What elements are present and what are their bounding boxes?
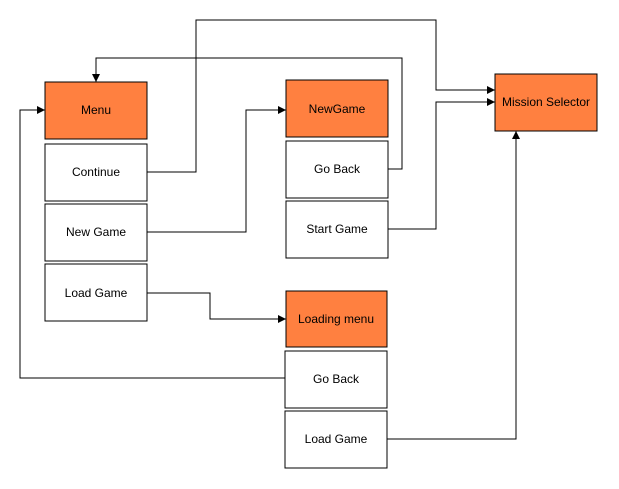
loading-load-game-box — [284, 410, 388, 469]
menu-title: Menu — [81, 103, 111, 117]
menu-group: Menu Continue New Game Load Game — [44, 81, 148, 322]
newgame-header-box — [285, 79, 389, 138]
mission-selector-title: Mission Selector — [502, 95, 590, 109]
connectors — [19, 19, 520, 440]
newgame-group: NewGame Go Back Start Game — [285, 79, 389, 259]
newgame-start-game-label: Start Game — [306, 222, 368, 236]
menu-continue-label: Continue — [72, 165, 120, 179]
newgame-start-game-box — [285, 200, 389, 259]
newgame-go-back-label: Go Back — [314, 162, 361, 176]
menu-new-game-label: New Game — [66, 225, 126, 239]
loading-load-game-label: Load Game — [305, 432, 368, 446]
loading-go-back-label: Go Back — [313, 372, 360, 386]
menu-continue-box — [44, 143, 148, 202]
connector-loadgame-to-loading-menu — [147, 292, 286, 323]
connector-loading-goback-to-menu — [19, 106, 285, 379]
connector-continue-to-mission — [147, 19, 495, 173]
loading-go-back-box — [284, 350, 388, 409]
menu-load-game-box — [44, 263, 148, 322]
menu-header-box — [44, 81, 148, 140]
connector-startgame-to-mission — [388, 98, 495, 230]
connector-newgame-to-newgame-menu — [147, 106, 286, 233]
menu-new-game-box — [44, 203, 148, 262]
mission-selector-box — [494, 73, 598, 132]
menu-load-game-label: Load Game — [65, 286, 128, 300]
newgame-go-back-box — [285, 140, 389, 199]
connector-loading-loadgame-to-mission — [387, 131, 520, 440]
loading-header-box — [285, 290, 388, 348]
mission-group: Mission Selector — [494, 73, 598, 132]
loading-title: Loading menu — [298, 312, 374, 326]
newgame-title: NewGame — [309, 102, 366, 116]
connector-newgame-goback-to-menu — [92, 57, 403, 170]
loading-group: Loading menu Go Back Load Game — [284, 290, 388, 469]
